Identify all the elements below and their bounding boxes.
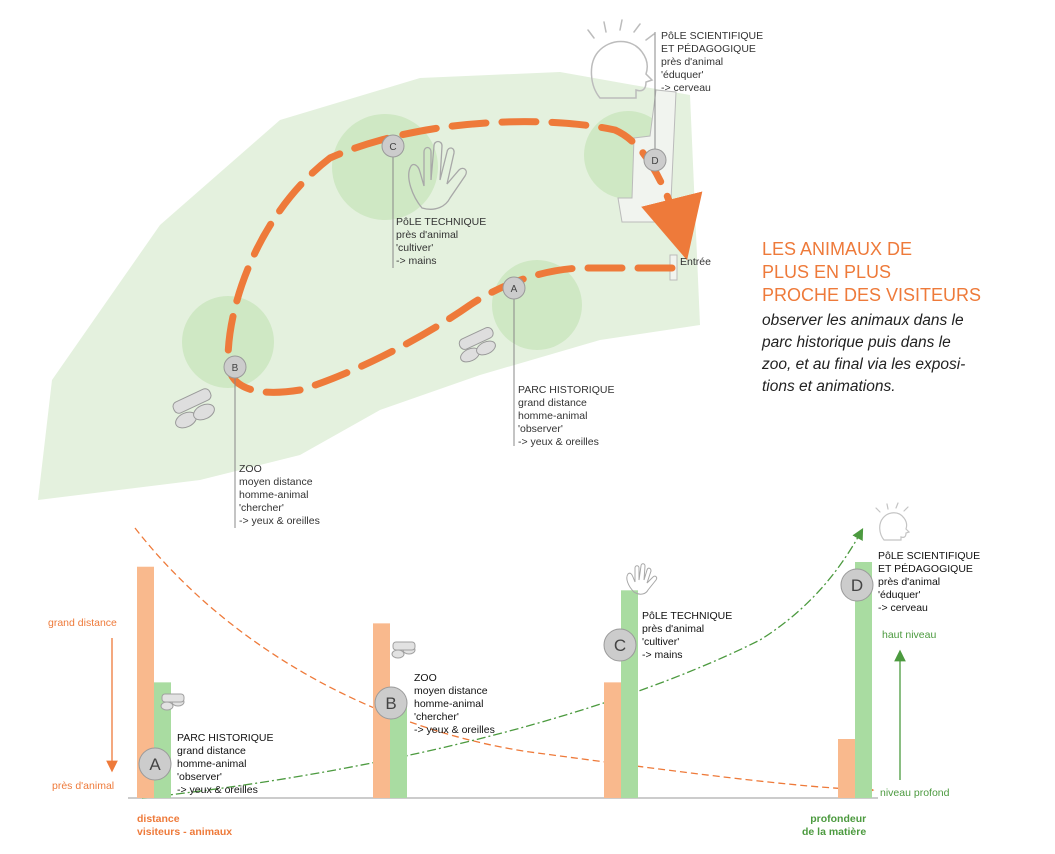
bar-label-b: ZOO moyen distance homme-animal 'cherche… — [414, 672, 495, 736]
visitor-route — [224, 118, 703, 396]
label-station-d: PôLE SCIENTIFIQUE ET PÉDAGOGIQUE près d'… — [661, 30, 764, 94]
main-heading: LES ANIMAUX DE PLUS EN PLUS PROCHE DES V… — [762, 239, 982, 305]
marker-b-letter: B — [232, 363, 239, 374]
marker-d-letter: D — [651, 156, 658, 167]
bar-label-c: PôLE TECHNIQUE près d'animal 'cultiver' … — [642, 610, 733, 661]
marker-c-letter: C — [389, 142, 396, 153]
bar-distance-d — [838, 739, 855, 798]
bar-distance-c — [604, 682, 621, 798]
chart-marker-letter: B — [385, 694, 396, 713]
chart-marker-letter: C — [614, 636, 626, 655]
binoculars-icon — [172, 388, 215, 429]
label-station-b: ZOO moyen distance homme-animal 'cherche… — [239, 463, 320, 527]
chart-marker-c — [603, 628, 637, 662]
axis-right-top: haut niveau — [882, 629, 937, 641]
marker-c — [381, 134, 405, 158]
axis-left-top: grand distance — [48, 617, 117, 629]
axis-left-caption: distance visiteurs - animaux — [137, 813, 233, 838]
binoculars-icon — [391, 641, 416, 659]
depth-trend-curve — [141, 527, 864, 799]
chart-marker-letter: D — [851, 576, 863, 595]
axis-right-bottom: niveau profond — [880, 787, 950, 799]
marker-d — [643, 148, 667, 172]
axis-right-caption: profondeur de la matière — [802, 813, 867, 838]
label-station-c: PôLE TECHNIQUE près d'animal 'cultiver' … — [396, 216, 487, 267]
chart-marker-letter: A — [149, 755, 161, 774]
bar-depth-c — [621, 590, 638, 798]
axis-left-bottom: près d'animal — [52, 780, 115, 792]
chart: A B C D — [106, 502, 911, 799]
chart-marker-b — [374, 686, 408, 720]
binoculars-icon — [458, 327, 496, 363]
bar-depth-b — [390, 705, 407, 798]
marker-b — [223, 355, 247, 379]
marker-a — [502, 276, 526, 300]
hand-icon — [408, 140, 467, 210]
chart-marker-a — [138, 747, 172, 781]
binoculars-icon — [160, 693, 185, 711]
zone-c — [332, 114, 438, 220]
bar-depth-d — [855, 562, 872, 798]
head-icon — [587, 19, 655, 99]
hand-icon — [626, 563, 658, 595]
head-icon — [875, 502, 911, 541]
main-subtitle: observer les animaux dans le parc histor… — [762, 312, 966, 395]
bar-distance-a — [137, 566, 154, 798]
marker-a-letter: A — [511, 284, 518, 295]
chart-marker-d — [840, 568, 874, 602]
bar-label-a: PARC HISTORIQUE grand distance homme-ani… — [177, 732, 274, 796]
label-station-a: PARC HISTORIQUE grand distance homme-ani… — [518, 384, 615, 448]
distance-trend-curve — [134, 527, 875, 796]
bar-label-d: PôLE SCIENTIFIQUE ET PÉDAGOGIQUE près d'… — [878, 550, 981, 614]
entry-label: Entrée — [680, 256, 711, 268]
